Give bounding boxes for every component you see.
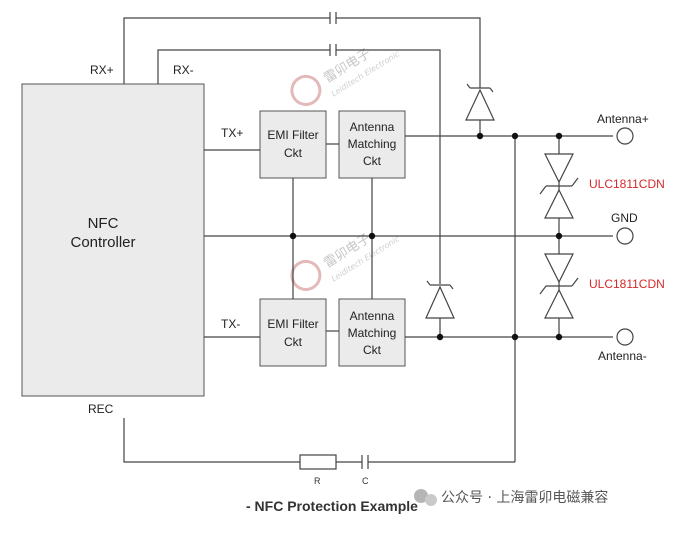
label-antenna-minus: Antenna- bbox=[598, 349, 647, 363]
tvs-part-label-bottom: ULC1811CDN bbox=[589, 277, 665, 291]
tvs-diode-bottom bbox=[539, 253, 579, 319]
emi-filter-block-bottom bbox=[259, 298, 327, 367]
watermark-bottom: 雷卯电子 Leiditech Electronic bbox=[290, 231, 402, 291]
rx-minus-diode bbox=[425, 280, 455, 319]
capacitor-label: C bbox=[362, 476, 369, 486]
matching-label-line2: Matching bbox=[348, 137, 397, 151]
rx-plus-diode bbox=[465, 83, 495, 121]
junction-dots bbox=[289, 132, 563, 341]
matching-label-line1: Antenna bbox=[350, 309, 395, 323]
diagram-caption: - NFC Protection Example bbox=[246, 498, 418, 514]
matching-label-line3: Ckt bbox=[363, 343, 382, 357]
pin-rec: REC bbox=[88, 402, 114, 416]
pin-rx-minus: RX- bbox=[173, 63, 194, 77]
terminal-antenna-plus bbox=[616, 127, 634, 145]
terminal-gnd bbox=[616, 227, 634, 245]
matching-label-line2: Matching bbox=[348, 326, 397, 340]
label-antenna-plus: Antenna+ bbox=[597, 112, 649, 126]
tvs-part-label-top: ULC1811CDN bbox=[589, 177, 665, 191]
terminal-antenna-minus bbox=[616, 328, 634, 346]
matching-label-line1: Antenna bbox=[350, 120, 395, 134]
antenna-matching-block-top bbox=[338, 110, 406, 179]
nfc-controller-block bbox=[21, 83, 205, 397]
emi-label-line2: Ckt bbox=[284, 146, 303, 160]
matching-label-line3: Ckt bbox=[363, 154, 382, 168]
emi-label-line1: EMI Filter bbox=[267, 317, 318, 331]
emi-label-line2: Ckt bbox=[284, 335, 303, 349]
controller-label-line1: NFC bbox=[88, 215, 119, 232]
footer-source: 公众号 · 上海雷卯电磁兼容 bbox=[414, 489, 608, 506]
pin-tx-plus: TX+ bbox=[221, 126, 243, 140]
pin-tx-minus: TX- bbox=[221, 317, 240, 331]
resistor-label: R bbox=[314, 476, 321, 486]
wechat-icon bbox=[414, 489, 428, 503]
resistor-symbol bbox=[299, 454, 337, 470]
pin-rx-plus: RX+ bbox=[90, 63, 114, 77]
emi-filter-block-top bbox=[259, 110, 327, 179]
label-gnd: GND bbox=[611, 211, 638, 225]
tvs-diode-top bbox=[539, 153, 579, 219]
emi-label-line1: EMI Filter bbox=[267, 128, 318, 142]
footer-source-text: 公众号 · 上海雷卯电磁兼容 bbox=[441, 489, 608, 506]
watermark-top: 雷卯电子 Leiditech Electronic bbox=[290, 46, 402, 106]
wiring bbox=[123, 12, 613, 469]
controller-label-line2: Controller bbox=[70, 234, 135, 251]
